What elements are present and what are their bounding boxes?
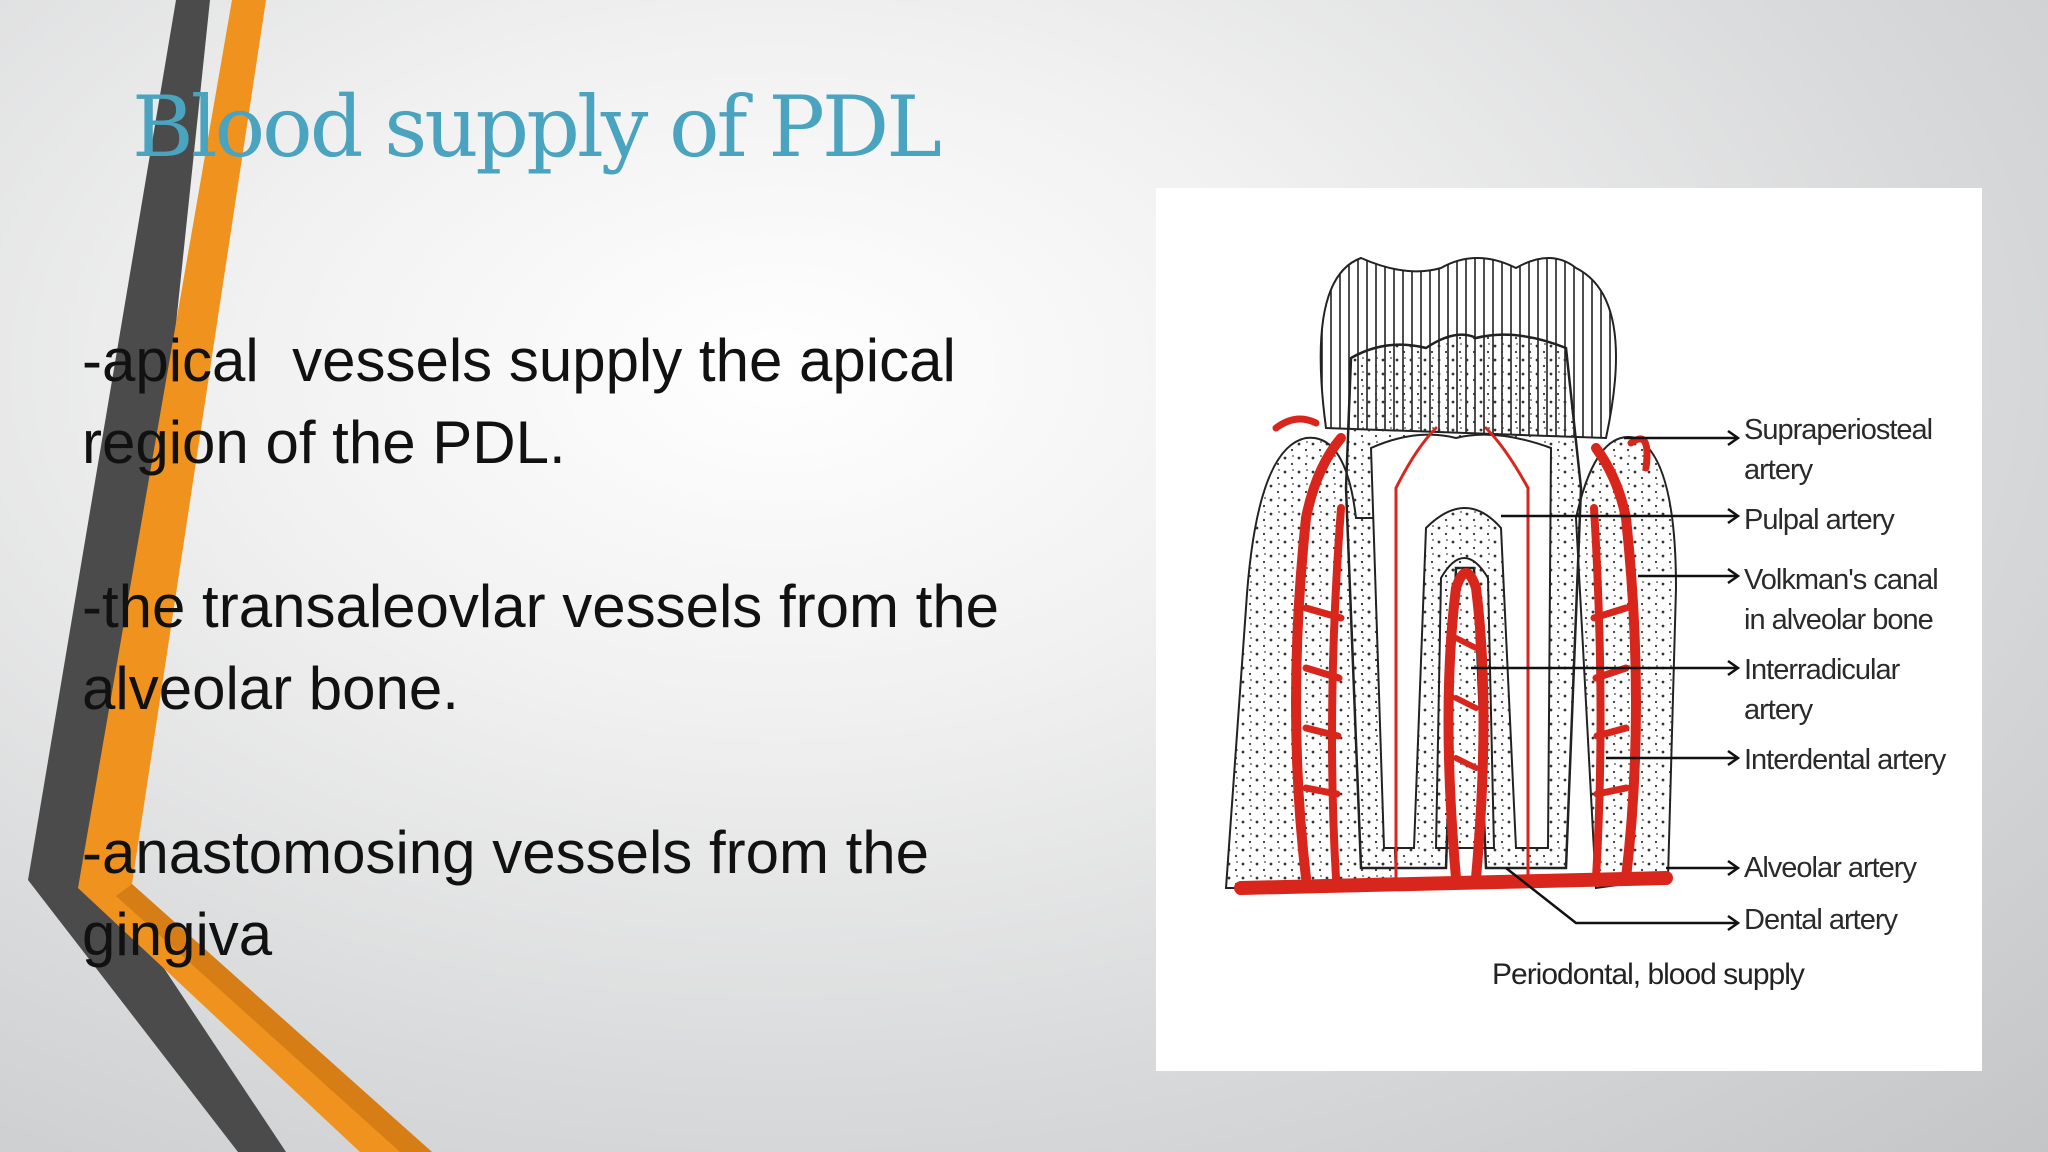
slide-title: Blood supply of PDL [132,78,942,176]
vessels [1234,415,1673,895]
pulp-chamber [1369,433,1553,849]
pointer-lines [1471,429,1741,932]
label-interdental-artery: Interdental artery [1744,744,1946,776]
label-supraperiosteal-artery: Supraperiosteal artery [1744,414,1933,486]
bullet-apical-vessels: -apical vessels supply the apical region… [82,327,973,476]
orange-stripe [78,0,432,1152]
bullet-transalveolar-vessels: -the transaleovlar vessels from the alve… [82,573,1016,722]
orange-stripe-shadow [116,884,432,1152]
label-pulpal-artery: Pulpal artery [1744,504,1895,536]
label-volkmans-canal: Volkman's canal in alveolar bone [1744,564,1939,636]
tooth-diagram [1224,256,1741,932]
label-dental-artery: Dental artery [1744,904,1898,936]
bullet-anastomosing-vessels: -anastomosing vessels from the gingiva [82,819,946,968]
label-alveolar-artery: Alveolar artery [1744,852,1917,884]
pdl-blood-supply-figure: Supraperiosteal artery Pulpal artery Vol… [1156,188,1982,1071]
figure-caption: Periodontal, blood supply [1492,958,1805,991]
label-interradicular-artery: Interradicular artery [1744,654,1900,726]
